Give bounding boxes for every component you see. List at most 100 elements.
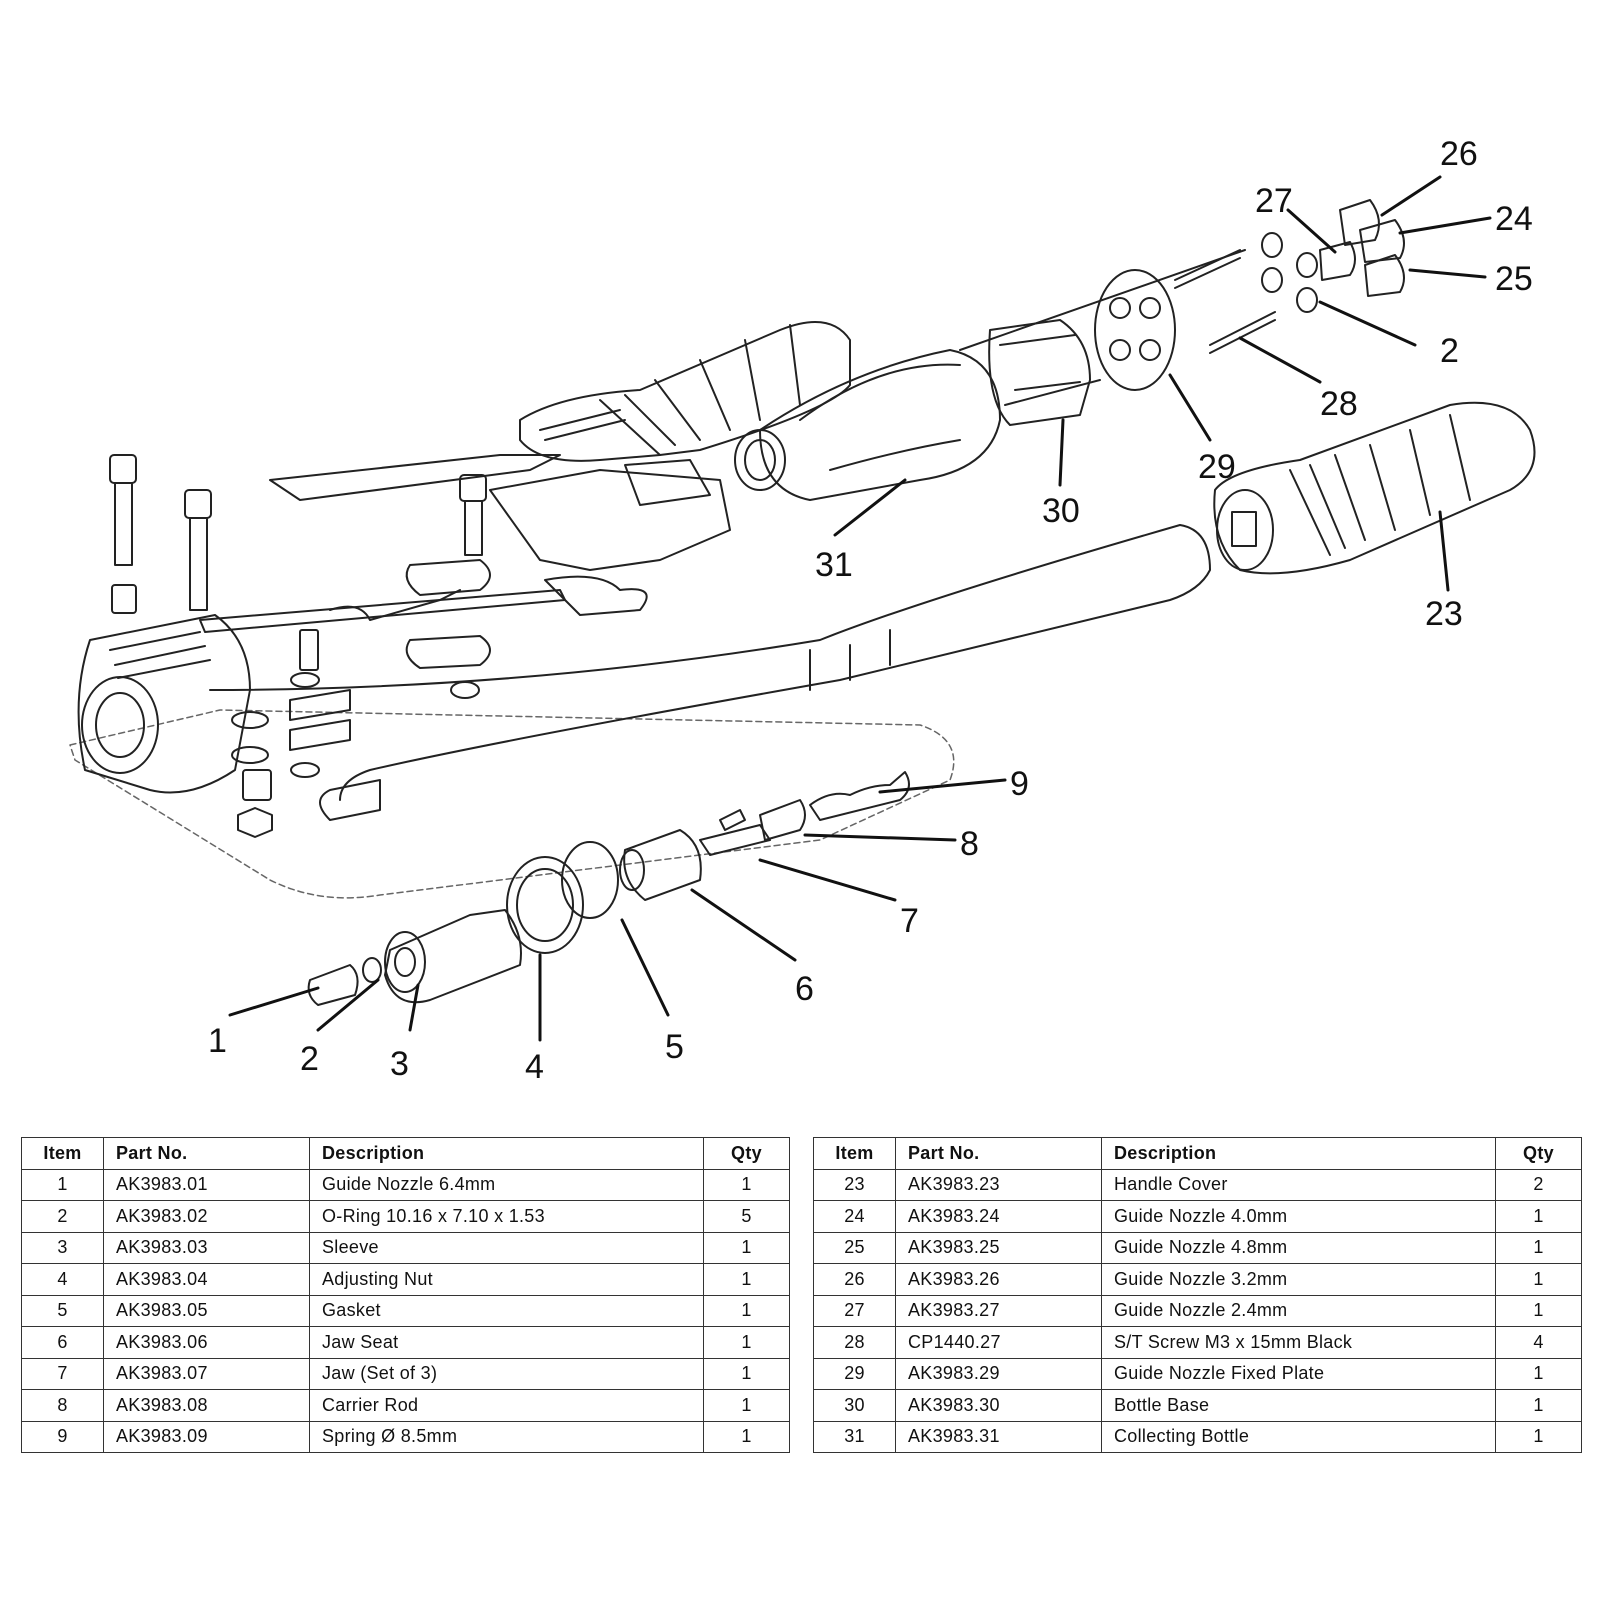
cell-part-no: AK3983.03: [103, 1231, 310, 1264]
cell-part-no: AK3983.23: [895, 1168, 1102, 1201]
cell-part-no: AK3983.26: [895, 1263, 1102, 1296]
screws: [959, 249, 1276, 406]
cell-description: Jaw (Set of 3): [309, 1357, 704, 1390]
cell-qty: 1: [703, 1231, 790, 1264]
cell-part-no: AK3983.30: [895, 1389, 1102, 1422]
cell-description: Guide Nozzle Fixed Plate: [1101, 1357, 1496, 1390]
cell-part-no: AK3983.27: [895, 1294, 1102, 1327]
cell-qty: 1: [1495, 1263, 1582, 1296]
cell-description: Guide Nozzle 4.8mm: [1101, 1231, 1496, 1264]
cell-item: 1: [21, 1168, 104, 1201]
cell-part-no: AK3983.09: [103, 1420, 310, 1453]
callout-2-upper: 2: [1440, 332, 1459, 370]
cell-qty: 5: [703, 1200, 790, 1233]
callout-7: 7: [900, 902, 919, 940]
callout-1: 1: [208, 1022, 227, 1060]
cell-description: Spring Ø 8.5mm: [309, 1420, 704, 1453]
cell-item: 4: [21, 1263, 104, 1296]
nose-block: [77, 614, 251, 794]
cell-description: Carrier Rod: [309, 1389, 704, 1422]
callout-29: 29: [1198, 448, 1236, 486]
cell-part-no: AK3983.24: [895, 1200, 1102, 1233]
cell-description: S/T Screw M3 x 15mm Black: [1101, 1326, 1496, 1359]
cell-qty: 1: [703, 1389, 790, 1422]
cell-item: 23: [813, 1168, 896, 1201]
exploded-parts-diagram: 1 2 3 4 5 6 7 8 9 23 24 25 26 27 28 29 3…: [69, 135, 1536, 1086]
cell-item: 30: [813, 1389, 896, 1422]
cell-item: 27: [813, 1294, 896, 1327]
cell-description: Guide Nozzle 6.4mm: [309, 1168, 704, 1201]
cell-part-no: AK3983.08: [103, 1389, 310, 1422]
header-qty: Qty: [703, 1137, 790, 1170]
callout-31: 31: [815, 546, 853, 584]
callout-6: 6: [795, 970, 814, 1008]
cell-part-no: AK3983.25: [895, 1231, 1102, 1264]
callout-labels: 1 2 3 4 5 6 7 8 9 23 24 25 26 27 28 29 3…: [208, 135, 1533, 1086]
cell-description: Adjusting Nut: [309, 1263, 704, 1296]
cell-qty: 1: [703, 1357, 790, 1390]
cell-part-no: AK3983.04: [103, 1263, 310, 1296]
cell-description: Guide Nozzle 4.0mm: [1101, 1200, 1496, 1233]
callout-23: 23: [1425, 595, 1463, 633]
cell-item: 24: [813, 1200, 896, 1233]
cell-qty: 1: [1495, 1200, 1582, 1233]
cell-item: 25: [813, 1231, 896, 1264]
cell-item: 31: [813, 1420, 896, 1453]
cell-item: 26: [813, 1263, 896, 1296]
callout-24: 24: [1495, 200, 1533, 238]
cell-description: O-Ring 10.16 x 7.10 x 1.53: [309, 1200, 704, 1233]
cell-description: Sleeve: [309, 1231, 704, 1264]
cell-qty: 2: [1495, 1168, 1582, 1201]
callout-5: 5: [665, 1028, 684, 1066]
header-part-no: Part No.: [895, 1137, 1102, 1170]
cell-part-no: AK3983.05: [103, 1294, 310, 1327]
cell-description: Bottle Base: [1101, 1389, 1496, 1422]
cell-item: 5: [21, 1294, 104, 1327]
header-item: Item: [813, 1137, 896, 1170]
cell-qty: 1: [703, 1420, 790, 1453]
header-description: Description: [309, 1137, 704, 1170]
cell-qty: 1: [1495, 1294, 1582, 1327]
collecting-bottle: [734, 349, 1001, 501]
cell-description: Collecting Bottle: [1101, 1420, 1496, 1453]
cell-qty: 1: [703, 1168, 790, 1201]
fixed-plate: [1094, 269, 1176, 391]
header-qty: Qty: [1495, 1137, 1582, 1170]
linkages: [199, 454, 566, 778]
header-item: Item: [21, 1137, 104, 1170]
cell-part-no: AK3983.29: [895, 1357, 1102, 1390]
cell-part-no: AK3983.01: [103, 1168, 310, 1201]
o-rings: [1261, 232, 1318, 313]
bolts: [109, 454, 487, 838]
callout-30: 30: [1042, 492, 1080, 530]
header-part-no: Part No.: [103, 1137, 310, 1170]
cell-qty: 1: [703, 1326, 790, 1359]
cell-item: 9: [21, 1420, 104, 1453]
callout-26: 26: [1440, 135, 1478, 173]
callout-8: 8: [960, 825, 979, 863]
cell-item: 2: [21, 1200, 104, 1233]
cell-part-no: CP1440.27: [895, 1326, 1102, 1359]
cell-description: Jaw Seat: [309, 1326, 704, 1359]
cell-part-no: AK3983.31: [895, 1420, 1102, 1453]
table-header: Item Part No. Description Qty: [21, 1137, 790, 1170]
handle-cover: [1213, 401, 1536, 575]
callout-9: 9: [1010, 765, 1029, 803]
callout-25: 25: [1495, 260, 1533, 298]
cell-qty: 4: [1495, 1326, 1582, 1359]
cell-qty: 1: [1495, 1420, 1582, 1453]
cell-description: Guide Nozzle 3.2mm: [1101, 1263, 1496, 1296]
